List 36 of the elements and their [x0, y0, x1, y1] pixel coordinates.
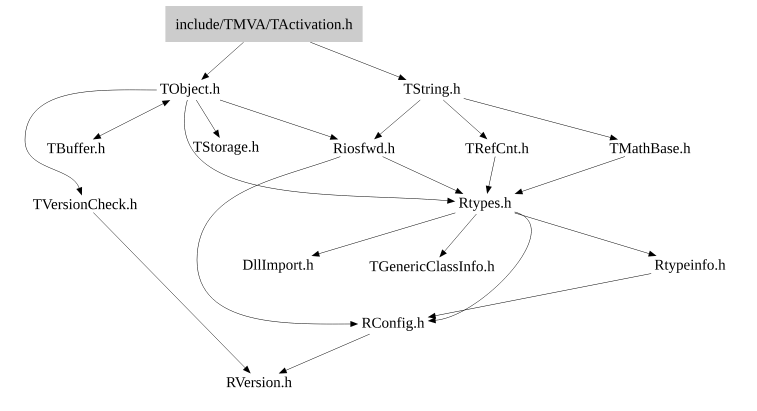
- arrow: [486, 156, 496, 194]
- arrow: [440, 214, 477, 258]
- arrow: [514, 212, 656, 256]
- file-label: RConfig.h: [362, 317, 424, 331]
- arrow: [93, 212, 250, 374]
- arrow: [514, 156, 626, 194]
- arrow: [202, 42, 244, 80]
- file-label: TObject.h: [160, 83, 220, 97]
- file-label: DllImport.h: [242, 259, 314, 273]
- arrow: [24, 90, 157, 196]
- file-label: Rtypes.h: [458, 197, 512, 211]
- file-label: TMathBase.h: [610, 142, 690, 154]
- arrow: [374, 100, 420, 140]
- arrow: [93, 100, 170, 140]
- file-label: Rtypeinfo.h: [654, 259, 726, 273]
- file-label: TRefCnt.h: [465, 142, 529, 154]
- file-label: TBuffer.h: [47, 142, 106, 154]
- arrow: [310, 42, 406, 80]
- file-label: Riosfwd.h: [333, 142, 395, 154]
- arrow: [184, 100, 455, 204]
- file-label: TGenericClassInfo.h: [370, 260, 494, 272]
- arrow: [196, 156, 358, 327]
- arrow: [382, 156, 463, 194]
- arrow: [428, 273, 652, 319]
- highlighted-file-box: include/TMVA/TActivation.h: [165, 6, 363, 42]
- arrow: [312, 212, 456, 257]
- file-label: RVersion.h: [226, 376, 292, 388]
- file-label: TString.h: [404, 83, 460, 97]
- arrow: [196, 100, 220, 138]
- file-label: TStorage.h: [193, 141, 259, 155]
- arrow: [428, 212, 532, 324]
- arrow: [220, 100, 338, 140]
- file-label: TVersionCheck.h: [33, 198, 138, 210]
- arrow: [279, 334, 370, 374]
- arrow: [464, 98, 618, 140]
- arrow: [442, 100, 488, 140]
